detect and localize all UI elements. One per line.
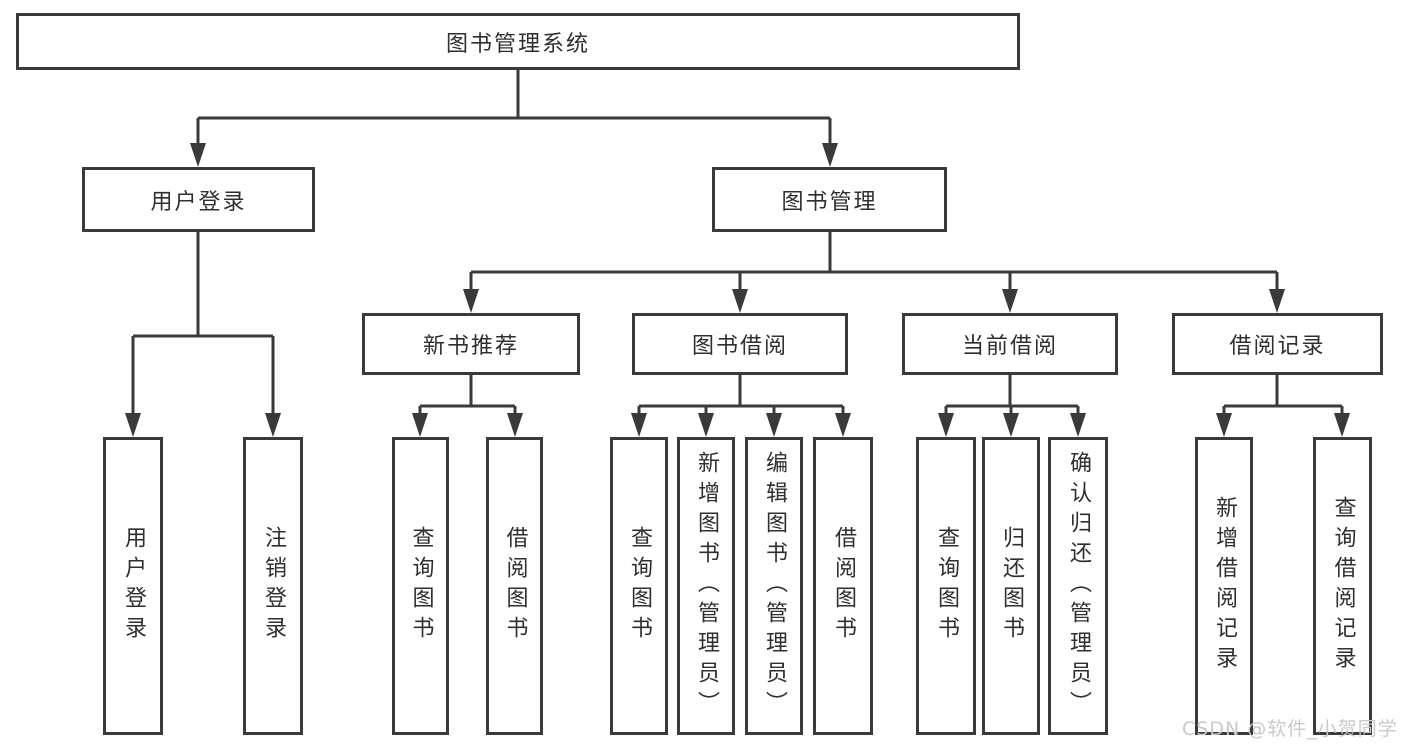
leaf-logout-label: 注销登录	[261, 526, 286, 646]
node-new-book-recommend: 新书推荐	[362, 313, 580, 375]
leaf-logout: 注销登录	[243, 437, 303, 735]
node-root: 图书管理系统	[16, 13, 1020, 70]
leaf-borrow-books-2: 借阅图书	[813, 437, 873, 735]
node-borrow-records: 借阅记录	[1172, 313, 1383, 375]
leaf-query-books-2-label: 查询图书	[627, 526, 652, 646]
csdn-watermark: CSDN @软件_小贺同学	[1182, 718, 1398, 740]
leaf-query-books-1: 查询图书	[392, 437, 449, 735]
node-book-management: 图书管理	[712, 167, 947, 232]
leaf-query-books-1-label: 查询图书	[408, 526, 434, 646]
leaf-confirm-return-admin-label: 确认归还（管理员）	[1066, 451, 1091, 721]
leaf-borrow-books-2-label: 借阅图书	[831, 526, 856, 646]
node-book-borrow: 图书借阅	[632, 313, 848, 375]
leaf-return-books: 归还图书	[982, 437, 1040, 735]
leaf-return-books-label: 归还图书	[999, 526, 1024, 646]
leaf-query-books-3: 查询图书	[916, 437, 976, 735]
leaf-query-borrow-record-label: 查询借阅记录	[1330, 496, 1356, 676]
leaf-query-books-3-label: 查询图书	[934, 526, 959, 646]
leaf-add-borrow-record: 新增借阅记录	[1195, 437, 1253, 735]
leaf-confirm-return-admin: 确认归还（管理员）	[1048, 437, 1108, 735]
leaf-borrow-books-1-label: 借阅图书	[502, 526, 528, 646]
node-user-login: 用户登录	[82, 167, 315, 232]
leaf-add-books-admin-label: 新增图书（管理员）	[694, 451, 719, 721]
node-current-borrow: 当前借阅	[902, 313, 1118, 375]
leaf-edit-books-admin: 编辑图书（管理员）	[745, 437, 803, 735]
leaf-query-borrow-record: 查询借阅记录	[1313, 437, 1372, 735]
leaf-user-login-label: 用户登录	[121, 526, 146, 646]
leaf-query-books-2: 查询图书	[610, 437, 668, 735]
leaf-add-borrow-record-label: 新增借阅记录	[1212, 496, 1237, 676]
leaf-borrow-books-1: 借阅图书	[486, 437, 543, 735]
leaf-user-login: 用户登录	[103, 437, 163, 735]
leaf-edit-books-admin-label: 编辑图书（管理员）	[762, 451, 787, 721]
leaf-add-books-admin: 新增图书（管理员）	[677, 437, 735, 735]
